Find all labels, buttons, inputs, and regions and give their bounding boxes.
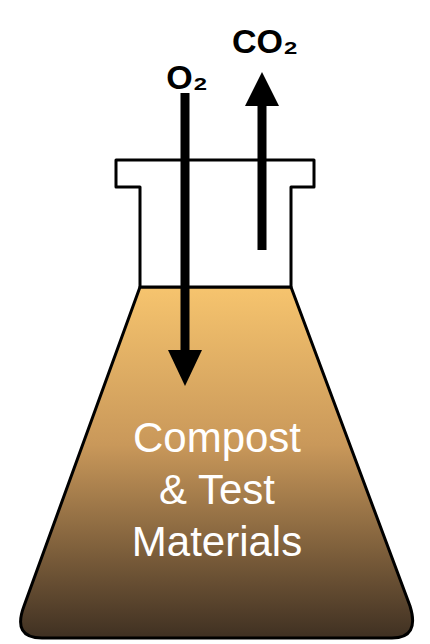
gas-label: O₂ bbox=[166, 58, 208, 96]
flask-node: Compost & Test Materials bbox=[10, 150, 424, 644]
gas-label: CO₂ bbox=[232, 22, 298, 60]
flask-body bbox=[21, 287, 413, 638]
flask-outline bbox=[10, 150, 424, 644]
co2-arrow-shaft bbox=[258, 104, 267, 250]
flask-contents-label: Compost & Test Materials bbox=[127, 412, 307, 568]
oxygen-arrow-shaft bbox=[181, 93, 190, 352]
flask-neck bbox=[116, 160, 314, 287]
oxygen-arrowhead bbox=[168, 350, 202, 386]
co2-arrowhead bbox=[245, 72, 279, 106]
